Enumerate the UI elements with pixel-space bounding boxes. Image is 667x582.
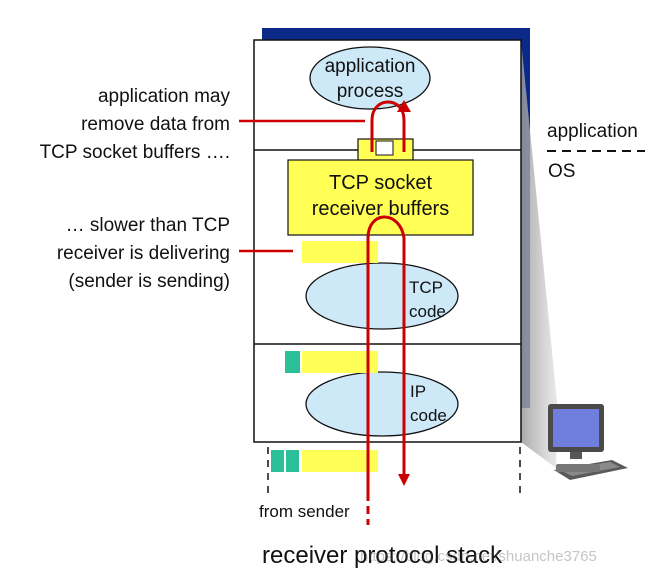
- ip-code-line: IP: [410, 382, 427, 401]
- diagram-caption: receiver protocol stack: [262, 542, 503, 569]
- buffer-bar-ip: [302, 351, 378, 373]
- app-process-line: process: [336, 81, 404, 102]
- socket-buffer-notch: [375, 140, 394, 156]
- tcp-code-line: code: [409, 302, 446, 321]
- from-sender-label: from sender: [259, 502, 350, 521]
- annotation-line: receiver is delivering: [56, 243, 230, 264]
- segment-teal-ip: [285, 351, 300, 373]
- segment-teal-2: [286, 450, 299, 472]
- tcp-buffers-label: TCP socket receiver buffers: [288, 170, 473, 222]
- data-flow-arrow: [366, 215, 410, 500]
- tcp-code-label: TCP code: [409, 276, 446, 324]
- ip-code-oval: [305, 371, 459, 437]
- app-read-arrowhead: [397, 100, 411, 112]
- segment-teal-1: [271, 450, 284, 472]
- computer-icon: [548, 404, 628, 480]
- watermark: https://blog.csdn.net/shuanche3765: [360, 548, 597, 565]
- annotation-line: … slower than TCP: [65, 215, 230, 236]
- buffer-bar-tcp: [302, 241, 378, 263]
- annotation-line: (sender is sending): [68, 271, 230, 292]
- annotation-slower: … slower than TCP receiver is delivering…: [57, 212, 230, 296]
- annotation-app-remove: application may remove data from TCP soc…: [40, 83, 230, 167]
- tcp-receiver-buffers-box: [287, 159, 474, 236]
- perspective-shadow: [521, 40, 558, 468]
- app-process-label: application process: [310, 54, 430, 104]
- app-process-oval: [309, 46, 431, 110]
- tcp-code-oval: [305, 262, 459, 330]
- tcp-code-line: TCP: [409, 278, 443, 297]
- annotation-line: remove data from: [81, 114, 230, 135]
- annotation-line: application may: [97, 86, 230, 107]
- annotation-line: TCP socket buffers ….: [39, 142, 230, 163]
- app-process-line: application: [324, 56, 416, 77]
- ip-code-line: code: [410, 406, 447, 425]
- tcp-buffers-line: TCP socket: [329, 172, 432, 194]
- buffer-bar-link: [302, 450, 378, 472]
- label-os-layer: OS: [548, 161, 576, 182]
- tcp-buffers-line: receiver buffers: [311, 198, 450, 220]
- ip-code-label: IP code: [410, 380, 447, 428]
- label-application-layer: application: [547, 121, 638, 142]
- app-read-arrow: [370, 100, 406, 152]
